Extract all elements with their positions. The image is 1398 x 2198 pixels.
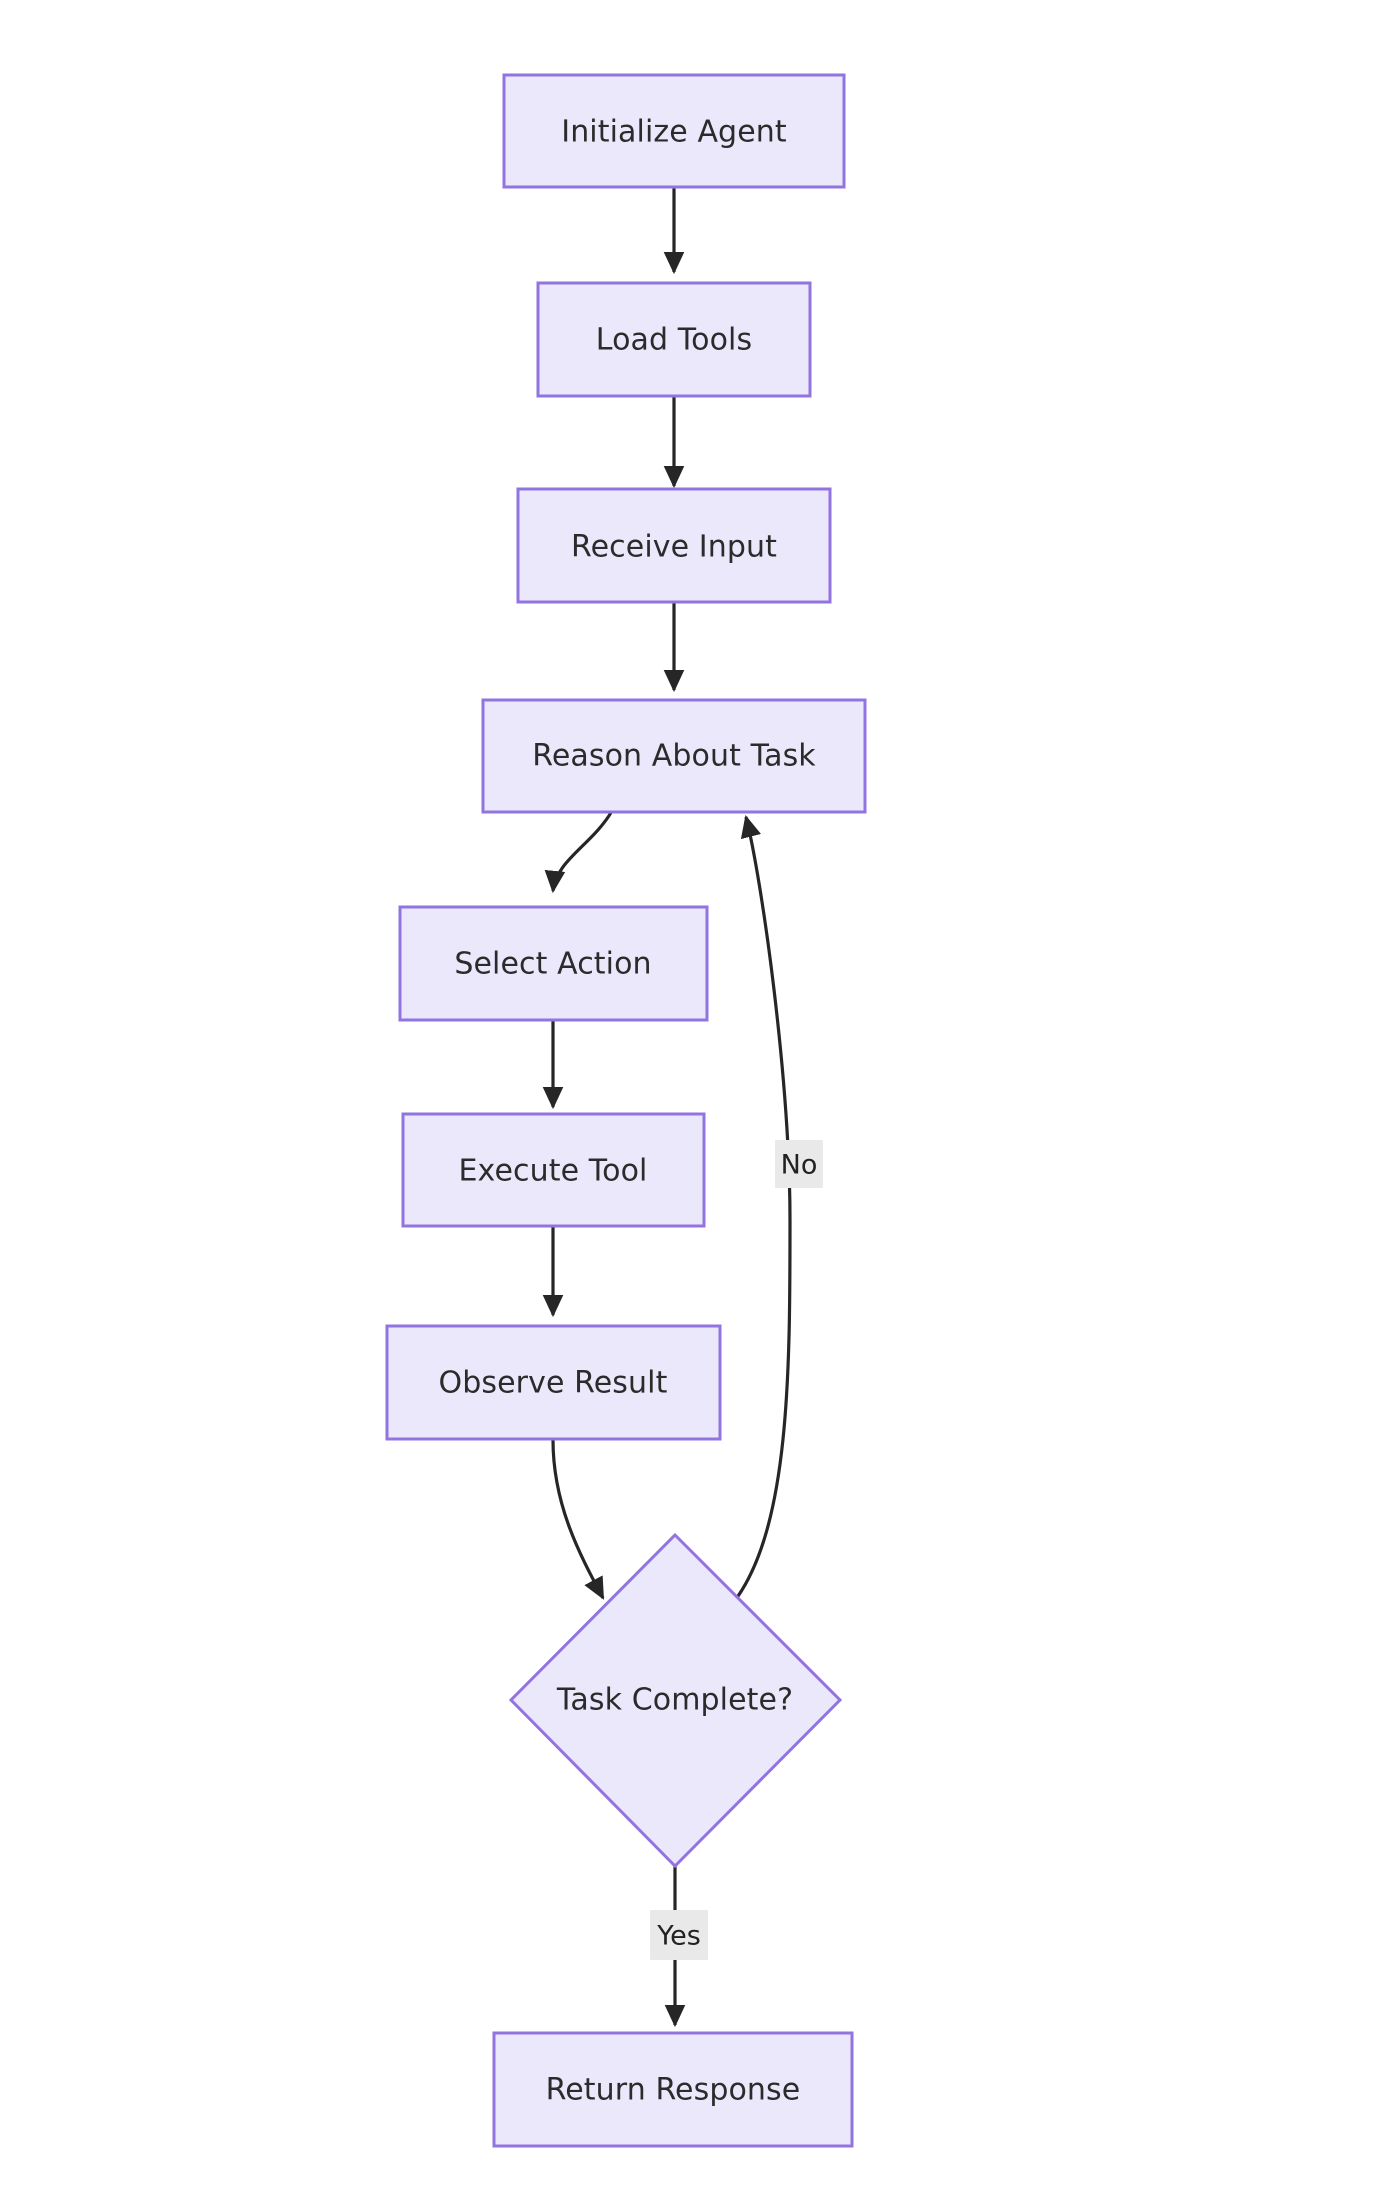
- edge-task-complete-to-reason-about-task-no: [731, 814, 792, 1604]
- node-select-action[interactable]: Select Action: [398, 905, 709, 1022]
- node-return-response[interactable]: Return Response: [492, 2031, 854, 2148]
- edge-label-no-text: No: [781, 1150, 818, 1181]
- node-task-complete[interactable]: Task Complete?: [508, 1532, 843, 1869]
- node-receive-input-label: Receive Input: [571, 530, 777, 565]
- edge-label-yes-text: Yes: [656, 1921, 701, 1952]
- node-select-action-label: Select Action: [454, 947, 651, 982]
- edge-label-no: No: [775, 1140, 823, 1188]
- node-task-complete-label: Task Complete?: [556, 1683, 793, 1718]
- node-observe-result-label: Observe Result: [439, 1366, 668, 1401]
- edge-observe-result-to-task-complete: [551, 1439, 605, 1600]
- node-receive-input[interactable]: Receive Input: [516, 487, 832, 604]
- node-layer: Initialize Agent Load Tools Receive Inpu…: [385, 73, 867, 2148]
- edge-label-layer: No Yes: [650, 1140, 823, 1960]
- node-load-tools[interactable]: Load Tools: [536, 281, 812, 398]
- node-observe-result[interactable]: Observe Result: [385, 1324, 722, 1441]
- edge-label-yes: Yes: [650, 1910, 708, 1960]
- node-reason-about-task[interactable]: Reason About Task: [481, 698, 867, 814]
- node-execute-tool[interactable]: Execute Tool: [401, 1112, 706, 1228]
- node-execute-tool-label: Execute Tool: [459, 1154, 648, 1189]
- node-initialize-agent[interactable]: Initialize Agent: [502, 73, 846, 189]
- node-load-tools-label: Load Tools: [596, 323, 752, 358]
- node-return-response-label: Return Response: [546, 2073, 801, 2108]
- node-reason-about-task-label: Reason About Task: [532, 739, 816, 774]
- node-initialize-agent-label: Initialize Agent: [561, 115, 787, 150]
- edge-reason-about-task-to-select-action: [544, 810, 614, 894]
